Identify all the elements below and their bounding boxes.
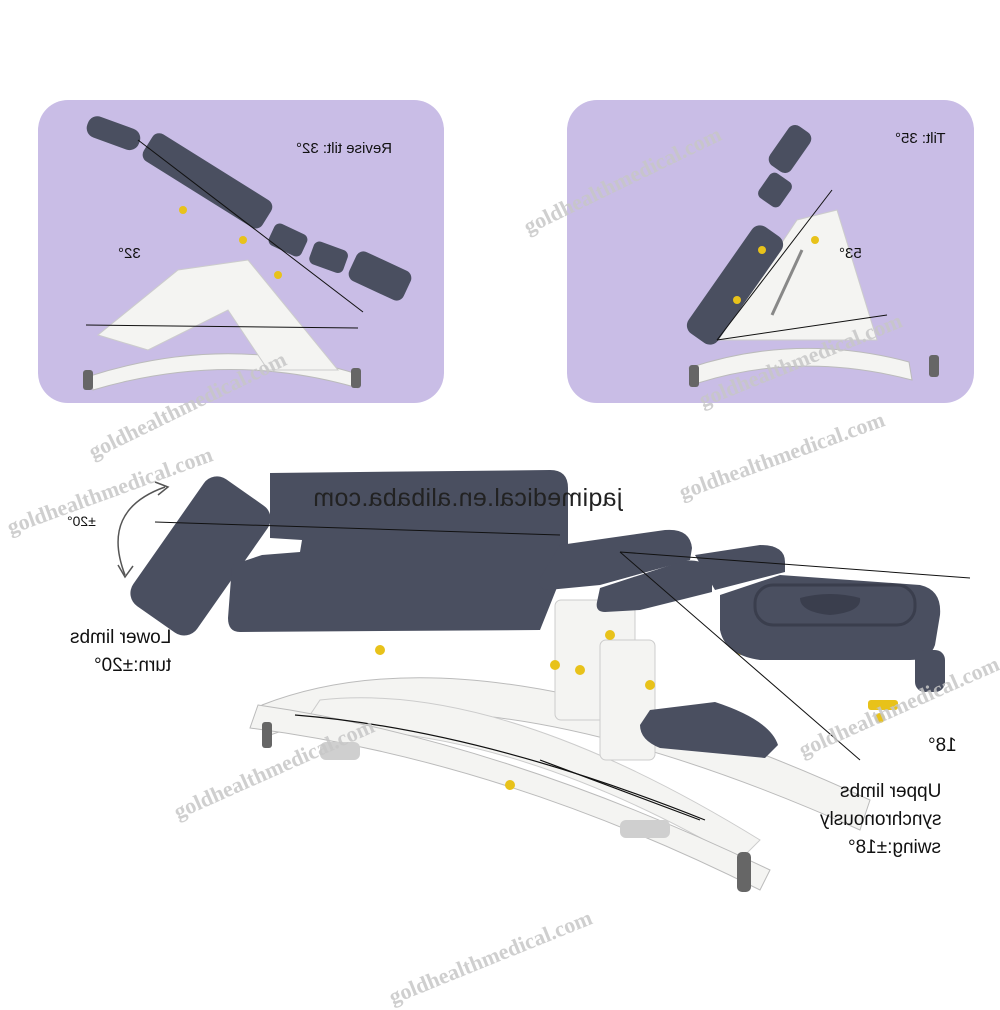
upper-limbs-line-2: synchronously — [820, 809, 942, 830]
upper-limbs-line-3: swing:±18° — [848, 837, 942, 858]
lower-limbs-line-1: Lower limbs — [70, 627, 172, 648]
url-mirrored: jaqimedical.en.alibaba.com — [313, 484, 623, 512]
revise-tilt-panel: Revise tilt: 32° 32° — [38, 100, 444, 403]
url-text: jaqimedical.en.alibaba.com — [313, 484, 622, 513]
lower-limbs-caption: Lower limbs turn:±20° — [70, 624, 171, 680]
table-tilted-illustration — [83, 116, 412, 391]
upper-limbs-angle-label: 18° — [928, 732, 957, 760]
table-upright-illustration — [686, 125, 939, 387]
upper-limbs-angle-text: 18° — [928, 735, 957, 756]
upper-limbs-caption: Upper limbs synchronously swing:±18° — [820, 778, 941, 862]
lower-limbs-line-2: turn:±20° — [94, 655, 172, 676]
tilt-panel: Tilt: 35° 53° — [567, 100, 974, 403]
upper-limbs-line-1: Upper limbs — [840, 781, 942, 802]
